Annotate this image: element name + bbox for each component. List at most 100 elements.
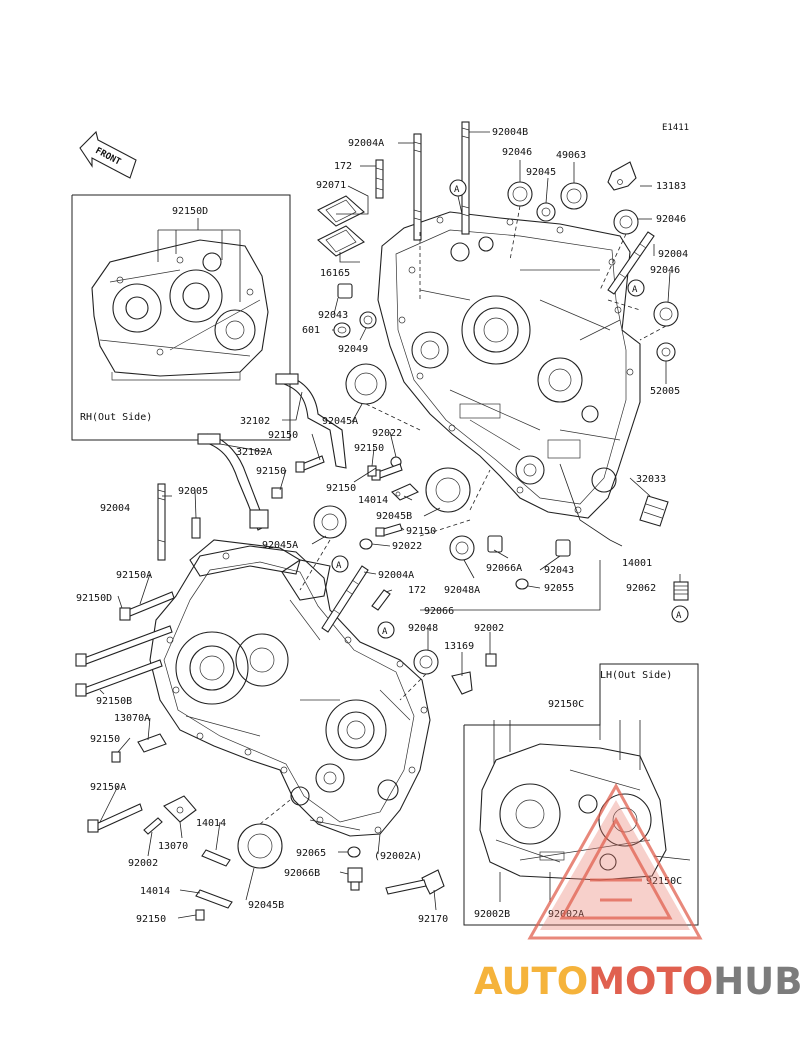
bearing-92045a-right-icon [345,363,387,405]
part-label: (92002A) [374,851,422,862]
collar-92066a-icon [487,535,503,553]
part-label: 92071 [316,180,346,191]
part-label: 92002A [548,909,584,920]
part-label: 92002B [474,909,510,920]
front-arrow-icon: FRONT [79,130,137,179]
part-label: 92150 [136,914,166,925]
part-label: 172 [408,585,426,596]
part-label: 13070A [114,713,150,724]
stud-92004a-mid-icon [321,565,369,633]
part-label: 601 [302,325,320,336]
part-label: 92045 [526,167,556,178]
bearing-49063-icon [560,182,588,210]
part-label: 92066 [424,606,454,617]
part-label: 32102 [240,416,270,427]
plug-92066b-icon [347,867,363,891]
lh-inset: LH(Out Side) 92150C [463,663,699,926]
bearing-92046-b-icon [613,209,639,235]
seal-92049-icon [359,311,377,329]
part-label: 92004A [378,570,414,581]
part-label: 92150A [90,782,126,793]
plate-13070a-icon [137,733,167,753]
part-label: 92022 [372,428,402,439]
cover-92071-icon [317,195,365,227]
part-label: 92004A [348,138,384,149]
part-label: 92062 [626,583,656,594]
callout-a-1-label: A [454,185,460,195]
stud-92004-left-icon [157,483,166,561]
dowel-172-top-icon [375,159,384,199]
part-label: 172 [334,161,352,172]
part-label: 16165 [320,268,350,279]
part-label: 92046 [502,147,532,158]
stud-92004b-icon [461,121,470,235]
bolt-92150-b-icon [295,455,325,473]
plate-14014-top-icon [391,483,419,501]
stud-92004-right-icon [607,231,655,295]
leader-lines [99,131,681,919]
part-label: 92045A [322,416,358,427]
lh-inset-part: 92150C [548,699,584,710]
part-labels: 92004A 92004B 172 92071 92046 49063 9204… [76,127,688,925]
part-label: 92002 [128,858,158,869]
seal-92045-icon [536,202,556,222]
part-label: 92043 [544,565,574,576]
bolt-92150-e-icon [375,523,403,537]
pipe-32102a-icon [197,433,269,531]
part-label: 14001 [622,558,652,569]
oring-92055-icon [515,578,529,590]
washer-92022-b-icon [359,538,373,550]
part-label: 92048A [444,585,480,596]
part-label: 92055 [544,583,574,594]
pipe-32033-icon [639,495,669,527]
callout-a-4-label: A [382,627,388,637]
lh-inset-title: LH(Out Side) [600,670,672,681]
callout-a-3-label: A [336,561,342,571]
bolt-92150-f-icon [111,751,121,763]
bolt-92150a-bottom-icon [87,803,143,833]
part-label: 13169 [444,641,474,652]
pipe-32102-icon [275,373,347,469]
plate-14014-bottom-icon [195,889,233,909]
bracket-92170-icon [385,869,445,895]
plate-14014-mid-icon [201,849,231,867]
part-label: 92150 [406,526,436,537]
part-label: 92150A [116,570,152,581]
rh-inset: 92150D RH(Out Side) [71,194,291,441]
bolt-92150-g-icon [195,909,205,921]
oring-601-icon [333,322,351,338]
part-label: 92002 [474,623,504,634]
part-label: 13070 [158,841,188,852]
part-label: 92150 [256,466,286,477]
part-label: 92170 [418,914,448,925]
watermark-logo-icon [527,782,703,940]
callout-a-1: A [449,179,467,215]
part-label: 92022 [392,541,422,552]
part-label: 92049 [338,344,368,355]
lh-crankcase-icon [479,743,667,881]
part-label: 13183 [656,181,686,192]
part-label: 92150 [90,734,120,745]
part-label: 52005 [650,386,680,397]
part-label: 92004 [658,249,688,260]
bearing-92048a-icon [449,535,475,561]
bracket-13169-icon [451,671,473,695]
watermark-part-1: AUTO [474,960,589,1003]
rh-crankcase-icon [91,239,269,381]
collar-92043-right-icon [555,539,571,557]
part-label: 32033 [636,474,666,485]
bearing-92045a-left-icon [313,505,347,539]
part-label: 92150B [96,696,132,707]
part-label: 49063 [556,150,586,161]
seal-92065-icon [347,846,361,858]
rh-inset-part: 92150D [172,206,208,217]
part-label: 92045A [262,540,298,551]
bolt-92150b-icon [75,659,163,697]
bolt-92150-c-icon [271,487,283,499]
part-label: 14014 [196,818,226,829]
seal-52005-icon [656,342,676,362]
bracket-13183-icon [607,161,637,191]
part-label: 92046 [656,214,686,225]
part-label: 92150 [354,443,384,454]
